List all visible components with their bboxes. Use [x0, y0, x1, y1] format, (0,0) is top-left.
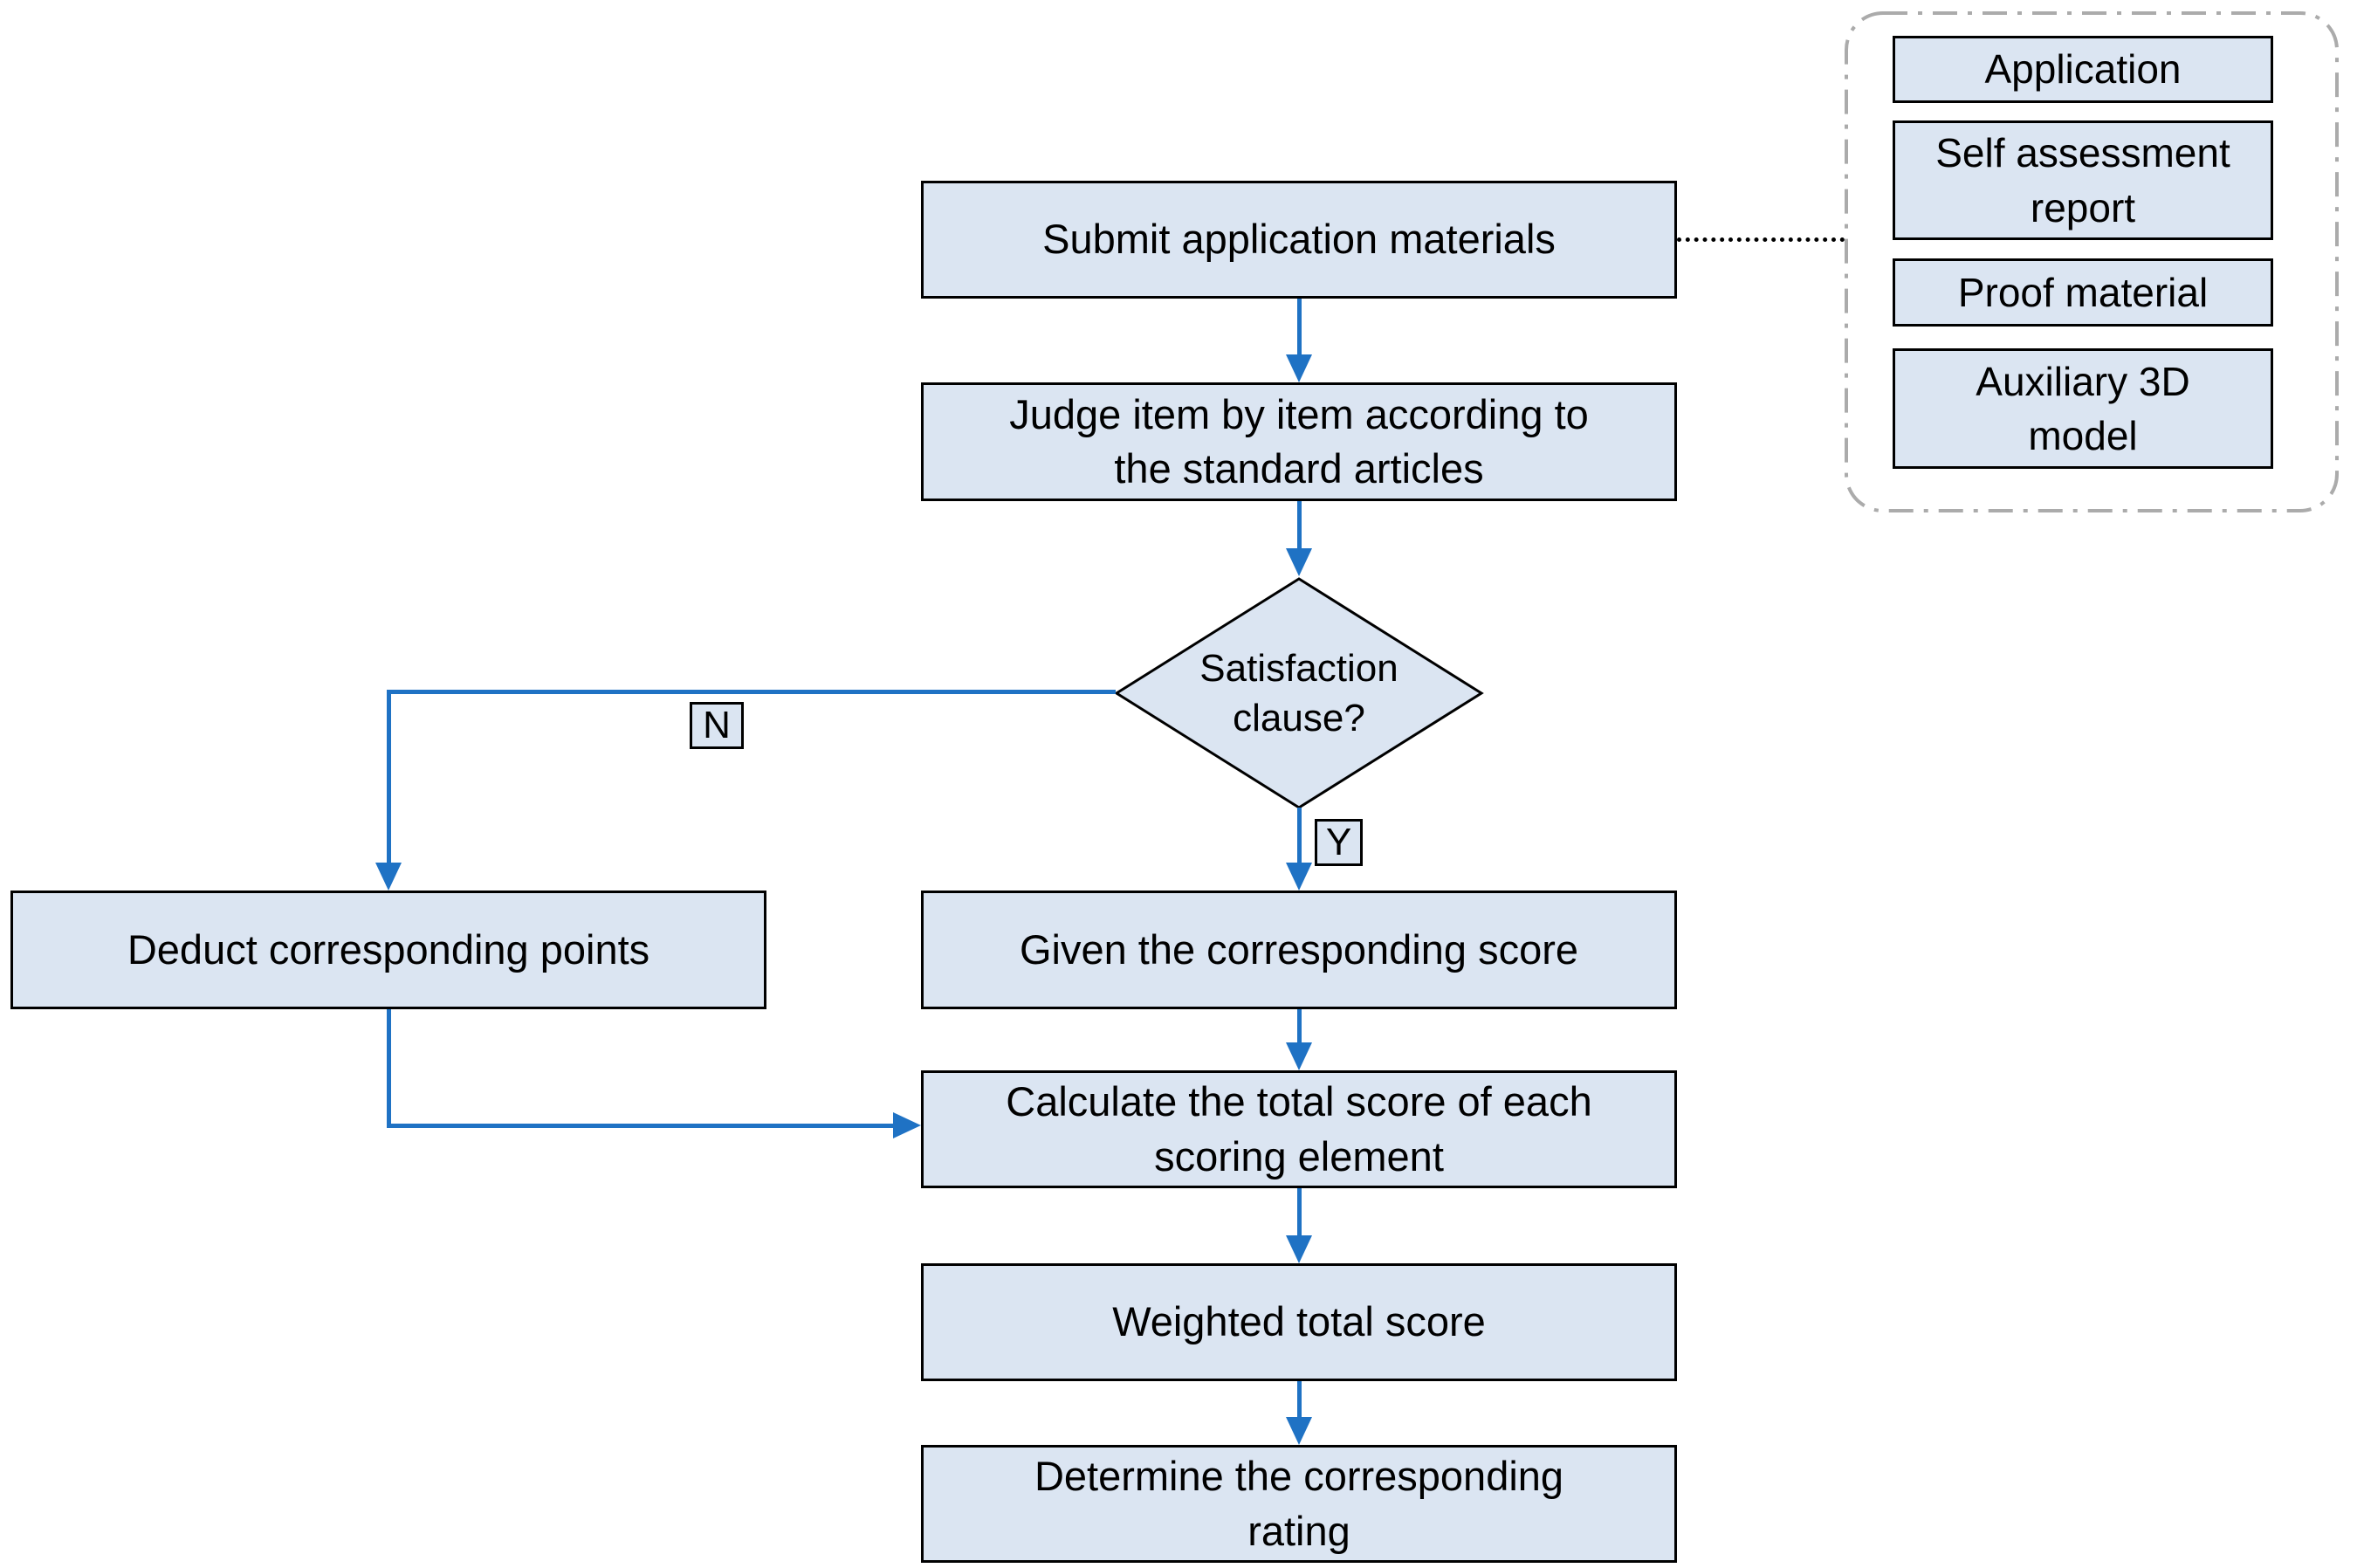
branch-label-yes: Y — [1315, 819, 1363, 866]
node-calculate-total: Calculate the total score of each scorin… — [921, 1070, 1677, 1188]
arrowhead-down-icon — [1286, 1042, 1312, 1070]
connector-line — [1297, 1188, 1302, 1237]
panel-item-label: Self assessment report — [1935, 130, 2230, 230]
node-judge-items: Judge item by item according to the stan… — [921, 382, 1677, 501]
decision-label: Satisfaction clause? — [1199, 646, 1398, 739]
branch-yes-text: Y — [1325, 821, 1352, 863]
panel-item-label: Auxiliary 3D model — [1976, 358, 2190, 458]
node-weighted-label: Weighted total score — [1112, 1298, 1486, 1345]
node-deduct-points: Deduct corresponding points — [10, 891, 766, 1009]
node-weighted-score: Weighted total score — [921, 1263, 1677, 1381]
arrowhead-right-icon — [893, 1112, 921, 1138]
connector-line — [387, 1124, 893, 1128]
connector-line — [387, 1009, 391, 1128]
connector-line — [1297, 501, 1302, 550]
connector-line — [1297, 299, 1302, 356]
arrowhead-down-icon — [1286, 1235, 1312, 1263]
node-submit-materials: Submit application materials — [921, 181, 1677, 299]
arrowhead-down-icon — [1286, 354, 1312, 382]
branch-no-text: N — [703, 704, 731, 746]
arrowhead-down-icon — [1286, 548, 1312, 576]
node-determine-label: Determine the corresponding rating — [1034, 1453, 1564, 1554]
panel-item-self-assessment-report: Self assessment report — [1893, 120, 2273, 240]
arrowhead-down-icon — [375, 863, 402, 891]
node-calculate-label: Calculate the total score of each scorin… — [1006, 1078, 1592, 1179]
panel-item-label: Proof material — [1957, 269, 2209, 315]
connector-line — [387, 690, 1116, 694]
node-determine-rating: Determine the corresponding rating — [921, 1445, 1677, 1563]
node-submit-label: Submit application materials — [1042, 216, 1556, 263]
node-given-score: Given the corresponding score — [921, 891, 1677, 1009]
panel-item-proof-material: Proof material — [1893, 258, 2273, 327]
panel-item-auxiliary-3d-model: Auxiliary 3D model — [1893, 348, 2273, 469]
attachments-panel: Application Self assessment report Proof… — [1845, 11, 2339, 512]
node-deduct-label: Deduct corresponding points — [127, 925, 650, 973]
connector-line — [387, 690, 391, 864]
connector-line — [1297, 1381, 1302, 1419]
node-given-label: Given the corresponding score — [1019, 925, 1579, 973]
branch-label-no: N — [690, 702, 744, 749]
node-judge-label: Judge item by item according to the stan… — [1009, 390, 1589, 492]
connector-line — [1297, 808, 1302, 864]
arrowhead-down-icon — [1286, 1417, 1312, 1445]
connector-submit-to-panel — [1677, 237, 1845, 242]
panel-item-label: Application — [1984, 46, 2182, 93]
decision-satisfaction-clause: Satisfaction clause? — [1114, 576, 1484, 810]
panel-border-icon — [1845, 11, 2339, 512]
connector-line — [1297, 1009, 1302, 1044]
arrowhead-down-icon — [1286, 863, 1312, 891]
panel-item-application: Application — [1893, 36, 2273, 103]
